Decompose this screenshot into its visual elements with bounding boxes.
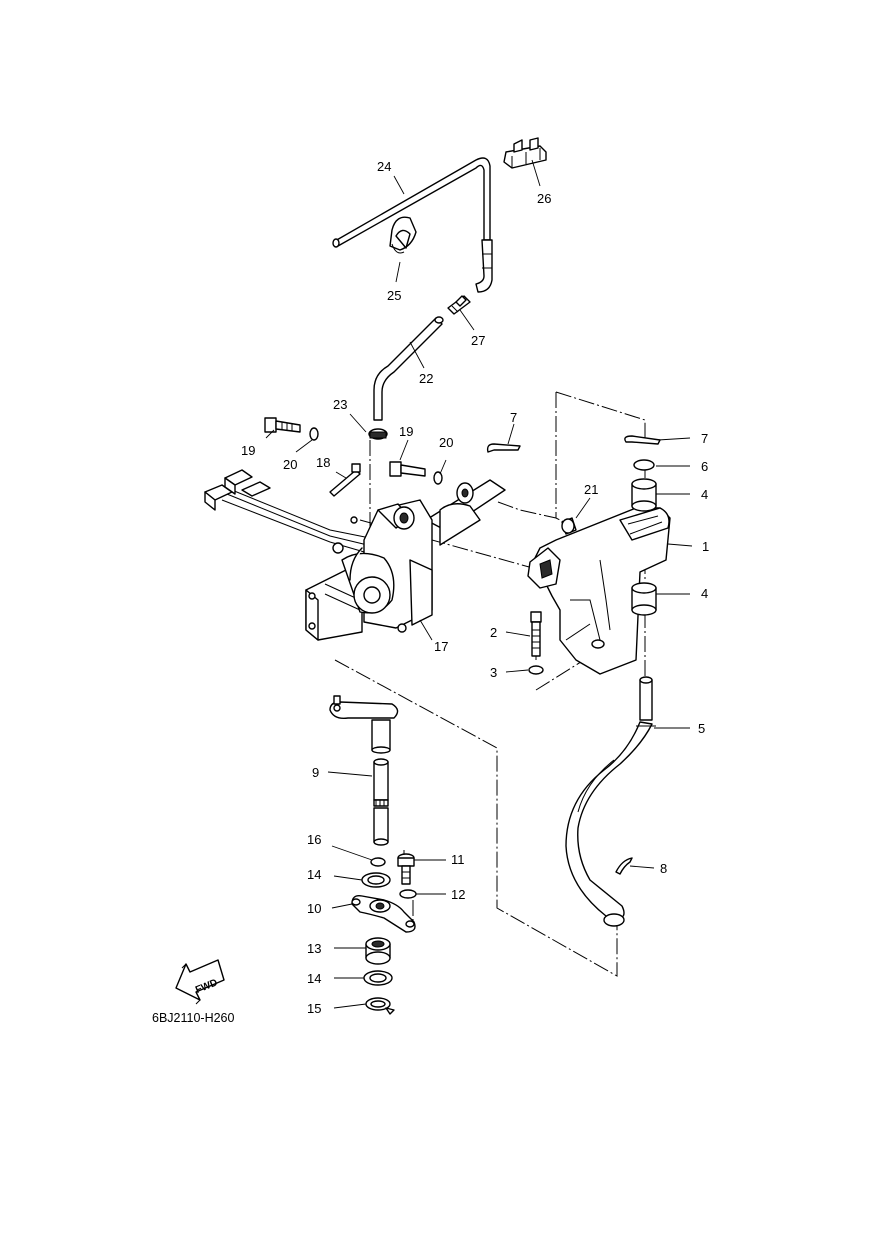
washer-part-6 <box>633 459 655 471</box>
collar-part-4-lower <box>631 582 657 616</box>
fwd-arrow-icon: FWD <box>175 959 225 1005</box>
callout-18: 18 <box>316 455 330 470</box>
callout-24: 24 <box>377 159 391 174</box>
callout-3: 3 <box>490 665 497 680</box>
callout-2: 2 <box>490 625 497 640</box>
callout-1: 1 <box>702 539 709 554</box>
hose-part-24 <box>332 157 493 293</box>
washer-part-3 <box>528 665 544 675</box>
spacer-part-21 <box>561 517 577 535</box>
callout-6: 6 <box>701 459 708 474</box>
bolt-part-19-left <box>264 417 301 433</box>
callout-5: 5 <box>698 721 705 736</box>
callout-20: 20 <box>283 457 297 472</box>
connector-part-27 <box>447 295 471 315</box>
callout-14: 14 <box>307 867 321 882</box>
callout-26: 26 <box>537 191 551 206</box>
washer-part-20-left <box>309 427 319 441</box>
leader-lines <box>265 159 693 1009</box>
bolt-part-19-right <box>389 461 426 477</box>
callout-10: 10 <box>307 901 321 916</box>
callout-7: 7 <box>510 410 517 425</box>
bracket-part-1 <box>527 507 671 675</box>
callout-8: 8 <box>660 861 667 876</box>
circlip-part-15 <box>365 997 395 1015</box>
bushing-part-14-upper <box>361 872 391 888</box>
callout-25: 25 <box>387 288 401 303</box>
callout-27: 27 <box>471 333 485 348</box>
callout-14: 14 <box>307 971 321 986</box>
callout-15: 15 <box>307 1001 321 1016</box>
callout-16: 16 <box>307 832 321 847</box>
arm-part-5 <box>565 676 656 927</box>
callout-23: 23 <box>333 397 347 412</box>
callout-13: 13 <box>307 941 321 956</box>
callout-11: 11 <box>451 852 465 867</box>
bolt-part-2 <box>530 611 542 657</box>
callout-4: 4 <box>701 487 708 502</box>
cotter-pin-part-7-right <box>624 435 661 445</box>
callout-19: 19 <box>241 443 255 458</box>
callout-19: 19 <box>399 424 413 439</box>
callout-22: 22 <box>419 371 433 386</box>
washer-part-12 <box>399 889 417 899</box>
callout-21: 21 <box>584 482 598 497</box>
shaft-part-9 <box>329 695 399 846</box>
callout-12: 12 <box>451 887 465 902</box>
bushing-part-14-lower <box>363 970 393 986</box>
bushing-part-13 <box>365 937 391 965</box>
bolt-part-11 <box>397 853 415 885</box>
callout-17: 17 <box>434 639 448 654</box>
diagram-code: 6BJ2110-H260 <box>152 1011 235 1025</box>
callout-4: 4 <box>701 586 708 601</box>
trim-unit-part-17 <box>204 469 506 641</box>
cotter-pin-part-8 <box>615 857 633 875</box>
cable-tie-part-18 <box>329 463 361 497</box>
callout-9: 9 <box>312 765 319 780</box>
o-ring-part-16 <box>370 857 386 867</box>
clamp-part-23 <box>368 428 388 440</box>
callout-20: 20 <box>439 435 453 450</box>
cotter-pin-part-7-middle <box>486 443 521 453</box>
clamp-part-25 <box>389 216 417 254</box>
washer-part-20-right <box>433 471 443 485</box>
callout-7: 7 <box>701 431 708 446</box>
clip-part-26 <box>503 137 547 169</box>
collar-part-4-upper <box>631 478 657 512</box>
callout-numbers: 24 26 25 27 22 23 19 20 18 7 19 20 21 7 … <box>241 159 709 1016</box>
link-part-10 <box>351 894 416 933</box>
hose-part-22 <box>373 316 444 421</box>
